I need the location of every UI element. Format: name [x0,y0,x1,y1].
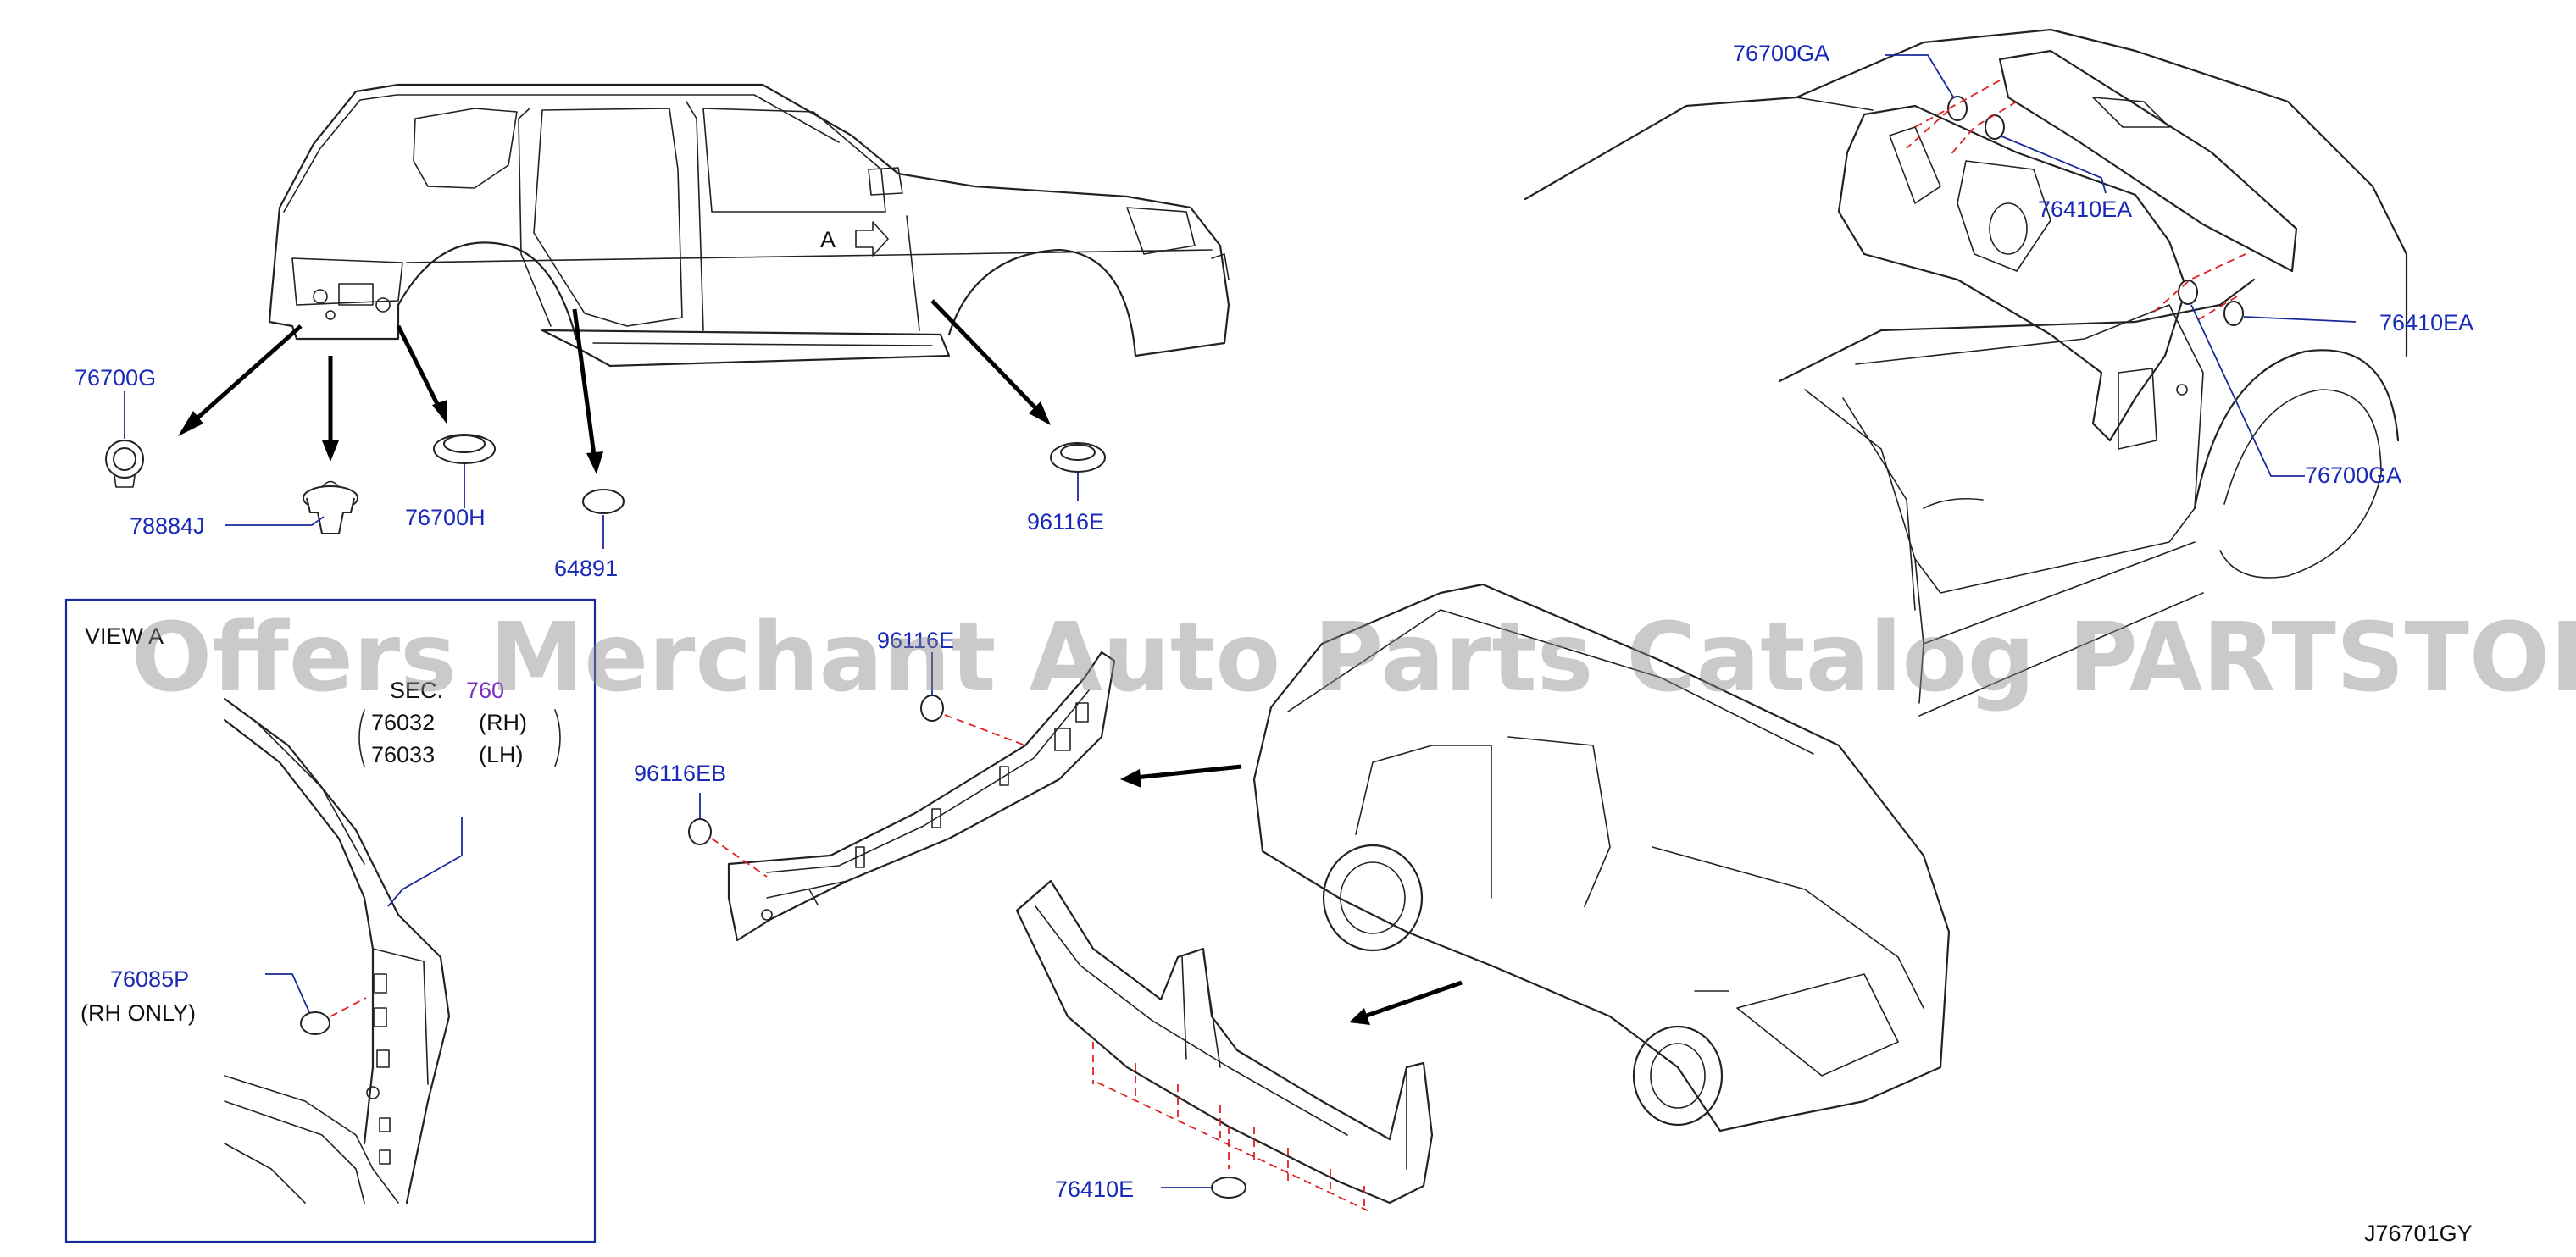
label-64891: 64891 [554,556,618,581]
part-76700G-grommet [105,440,144,488]
label-96116E: 96116E [1027,509,1104,534]
part-78884J-clip [303,480,358,534]
part-76410EA-b [2223,301,2244,326]
view-a-title: VIEW A [85,623,164,649]
outer-sill-panel [1015,879,1434,1214]
label-76700GA-top: 76700GA [1733,41,1829,66]
sec-rh: (RH) [479,710,527,735]
label-76700G: 76700G [75,365,156,390]
label-96116E-mid: 96116E [877,628,954,653]
label-76410E: 76410E [1055,1177,1134,1202]
label-76410EA-b: 76410EA [2379,310,2473,335]
watermark: Offers Merchant Auto Parts Catalog PARTS… [131,603,2576,713]
sec-rh-code: 76032 [371,710,435,735]
sec-lh-code: 76033 [371,742,435,767]
sec-number: 760 [466,678,504,703]
part-76700H-plug [433,434,496,464]
part-96116E-plug [1050,442,1106,473]
view-a-box [64,598,597,1243]
red-guides-rear [1906,80,2246,323]
sec-prefix: SEC. [390,678,443,703]
label-76085P: 76085P [110,966,189,992]
label-76410EA-a: 76410EA [2038,197,2132,222]
sec-lh: (LH) [479,742,524,767]
part-76700GA-bottom [2178,280,2198,305]
label-rh-only: (RH ONLY) [80,1000,196,1026]
rear-panel-illustration [1524,28,2408,717]
label-76700GA-bottom: 76700GA [2305,462,2401,488]
label-76700H: 76700H [405,505,486,530]
part-76700GA-top [1947,96,1968,121]
leader-lines-top-left [124,391,1079,549]
label-78884J: 78884J [130,513,205,539]
inner-sill-panel [688,651,1116,942]
diagram-code: J76701GY [2364,1221,2473,1246]
label-96116EB: 96116EB [634,761,726,786]
label-view-a-marker: A [820,227,836,252]
leader-lines-top-right [1885,54,2357,477]
part-64891-plug [582,489,625,514]
vehicle-overview [1120,583,1951,1132]
side-body-arrows [178,299,1051,474]
side-body-illustration [268,83,1230,368]
